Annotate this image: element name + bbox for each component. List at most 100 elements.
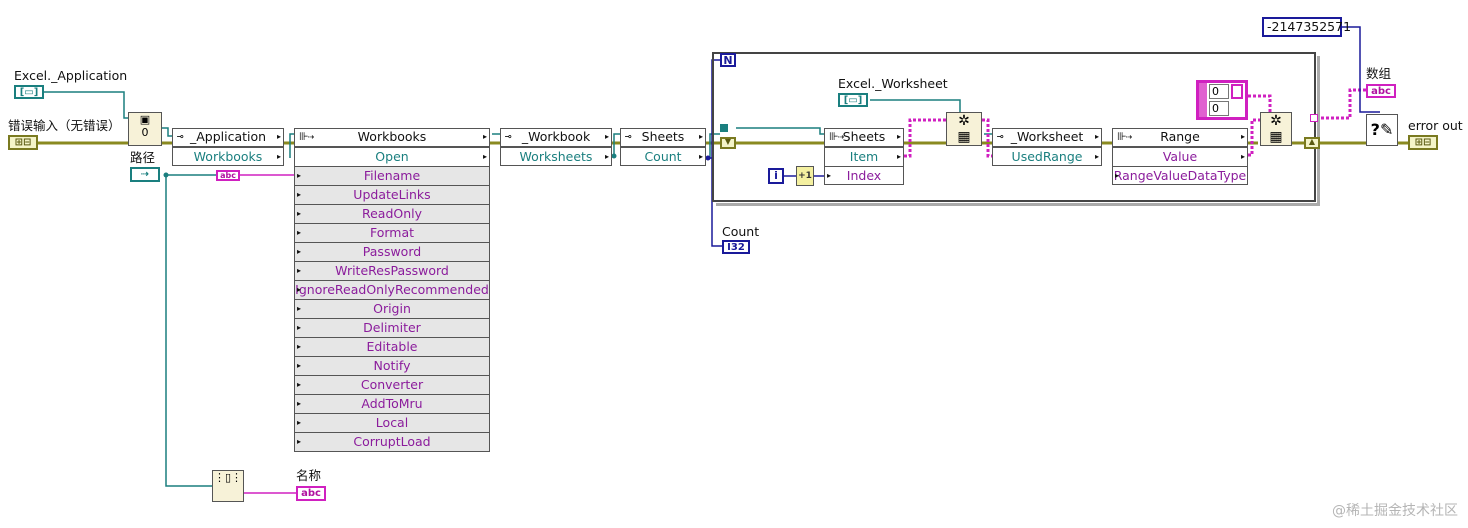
prop-item[interactable]: Item▸ — [825, 147, 903, 166]
param-label: Local — [375, 415, 409, 430]
prop-index[interactable]: ▸Index — [825, 166, 903, 185]
refnum-icon[interactable]: [▭] — [838, 93, 868, 107]
error-cluster-icon[interactable]: ⊞⊟ — [8, 135, 38, 150]
param-label: UpdateLinks — [353, 187, 431, 202]
open-automation-refnum-icon[interactable]: ▣0 — [128, 112, 162, 146]
param-row[interactable]: ▸ReadOnly — [295, 204, 489, 223]
param-label: Editable — [366, 339, 418, 354]
prop-count[interactable]: Count▸ — [621, 147, 705, 166]
param-row[interactable]: ▸Password — [295, 242, 489, 261]
property-node-icon: ⊸ — [505, 130, 512, 143]
array-index-icon — [1199, 83, 1207, 117]
sheets-count-property-node[interactable]: ⊸Sheets▸ Count▸ — [620, 128, 706, 166]
label-excel-worksheet: Excel._Worksheet — [838, 76, 948, 91]
label-error-in: 错误输入（无错误） — [8, 118, 121, 133]
workbooks-title: Workbooks — [357, 129, 427, 144]
method-label: Open — [375, 149, 409, 164]
prop-label: Value — [1162, 149, 1198, 164]
sheets-title: Sheets — [641, 129, 685, 144]
sheets-item-property-node[interactable]: ⊪⇢Sheets▸ Item▸ ▸Index — [824, 128, 904, 185]
label-count: Count — [722, 224, 760, 239]
label-array: 数组 — [1366, 66, 1392, 81]
worksheet-property-node[interactable]: ⊸_Worksheet▸ UsedRange▸ — [992, 128, 1102, 166]
param-row[interactable]: ▸Converter — [295, 375, 489, 394]
param-row[interactable]: ▸CorruptLoad — [295, 432, 489, 451]
array-element-empty — [1231, 84, 1243, 99]
path-to-string-icon: abc — [216, 170, 240, 181]
variant-to-data-icon[interactable]: ✲▦ — [946, 112, 982, 146]
param-row[interactable]: ▸Format — [295, 223, 489, 242]
array-element[interactable]: 0 — [1209, 101, 1229, 116]
path-icon[interactable]: ⇢ — [130, 167, 160, 182]
param-row[interactable]: ▸Notify — [295, 356, 489, 375]
prop-rangevaluedatatype[interactable]: ▸RangeValueDataType — [1113, 166, 1247, 183]
loop-count-terminal[interactable]: N — [720, 53, 736, 67]
refnum-icon[interactable]: [▭] — [14, 85, 44, 99]
param-label: WriteResPassword — [335, 263, 449, 278]
param-label: Filename — [363, 168, 421, 183]
param-row[interactable]: ▸AddToMru — [295, 394, 489, 413]
param-label: ReadOnly — [361, 206, 423, 221]
param-label: IgnoreReadOnlyRecommended — [295, 282, 489, 297]
error-code-constant[interactable]: -2147352571 — [1262, 17, 1351, 37]
param-label: Format — [369, 225, 415, 240]
string-array-constant[interactable]: 0 0 — [1196, 80, 1248, 120]
range-property-node[interactable]: ⊪⇢Range▸ Value▸ ▸RangeValueDataType — [1112, 128, 1248, 185]
strip-path-icon[interactable]: ⋮▯⋮ — [212, 470, 244, 502]
string-icon[interactable]: abc — [296, 486, 326, 501]
property-node-icon: ⊪⇢ — [1117, 130, 1132, 143]
workbooks-invoke-node[interactable]: ⊪⇢Workbooks▸ Open▸ ▸Filename▸UpdateLinks… — [294, 128, 490, 452]
prop-workbooks[interactable]: Workbooks▸ — [173, 147, 283, 166]
for-loop-shadow — [716, 56, 1320, 206]
workbook-property-node[interactable]: ⊸_Workbook▸ Worksheets▸ — [500, 128, 612, 166]
label-name: 名称 — [296, 468, 322, 483]
prop-worksheets[interactable]: Worksheets▸ — [501, 147, 611, 166]
param-label: Delimiter — [363, 320, 421, 335]
variant-to-data-icon[interactable]: ✲▦ — [1260, 112, 1292, 146]
string-icon[interactable]: abc — [1366, 84, 1396, 98]
method-open[interactable]: Open▸ — [295, 147, 489, 166]
param-row[interactable]: ▸UpdateLinks — [295, 185, 489, 204]
simple-error-handler-icon[interactable]: ?✎ — [1366, 114, 1398, 146]
increment-icon[interactable]: +1 — [796, 166, 814, 186]
prop-usedrange[interactable]: UsedRange▸ — [993, 147, 1101, 166]
prop-label: Worksheets — [519, 149, 593, 164]
param-row[interactable]: ▸IgnoreReadOnlyRecommended — [295, 280, 489, 299]
workbook-title: _Workbook — [521, 129, 591, 144]
param-row[interactable]: ▸WriteResPassword — [295, 261, 489, 280]
prop-value[interactable]: Value▸ — [1113, 147, 1247, 166]
property-node-icon: ⊪⇢ — [829, 130, 844, 143]
param-label: Converter — [360, 377, 424, 392]
prop-label: RangeValueDataType — [1113, 168, 1247, 183]
prop-label: Count — [644, 149, 682, 164]
invoke-node-icon: ⊪⇢ — [299, 130, 314, 143]
tunnel-icon — [720, 124, 728, 132]
error-cluster-icon[interactable]: ⊞⊟ — [1408, 135, 1438, 150]
param-row[interactable]: ▸Filename — [295, 166, 489, 185]
shift-register-left-icon[interactable]: ▼ — [720, 137, 736, 149]
param-row[interactable]: ▸Origin — [295, 299, 489, 318]
shift-register-right-icon[interactable]: ▲ — [1304, 137, 1320, 149]
application-title: _Application — [189, 129, 267, 144]
label-error-out: error out — [1408, 118, 1463, 133]
array-element[interactable]: 0 — [1209, 84, 1229, 99]
param-row[interactable]: ▸Editable — [295, 337, 489, 356]
property-node-icon: ⊸ — [625, 130, 632, 143]
loop-iteration-terminal: i — [768, 168, 784, 184]
property-node-icon: ⊸ — [997, 130, 1004, 143]
prop-label: Index — [846, 168, 882, 183]
prop-label: UsedRange — [1011, 149, 1083, 164]
indexing-tunnel-icon — [1310, 114, 1318, 122]
worksheet-title: _Worksheet — [1010, 129, 1084, 144]
sheets-title: Sheets — [842, 129, 886, 144]
i32-icon[interactable]: I32 — [722, 240, 750, 254]
for-loop[interactable] — [712, 52, 1316, 202]
param-label: Notify — [373, 358, 411, 373]
param-row[interactable]: ▸Delimiter — [295, 318, 489, 337]
label-excel-application: Excel._Application — [14, 68, 128, 83]
param-row[interactable]: ▸Local — [295, 413, 489, 432]
range-title: Range — [1160, 129, 1200, 144]
application-property-node[interactable]: ⊸_Application▸ Workbooks▸ — [172, 128, 284, 166]
prop-label: Workbooks — [193, 149, 263, 164]
param-label: Origin — [373, 301, 411, 316]
